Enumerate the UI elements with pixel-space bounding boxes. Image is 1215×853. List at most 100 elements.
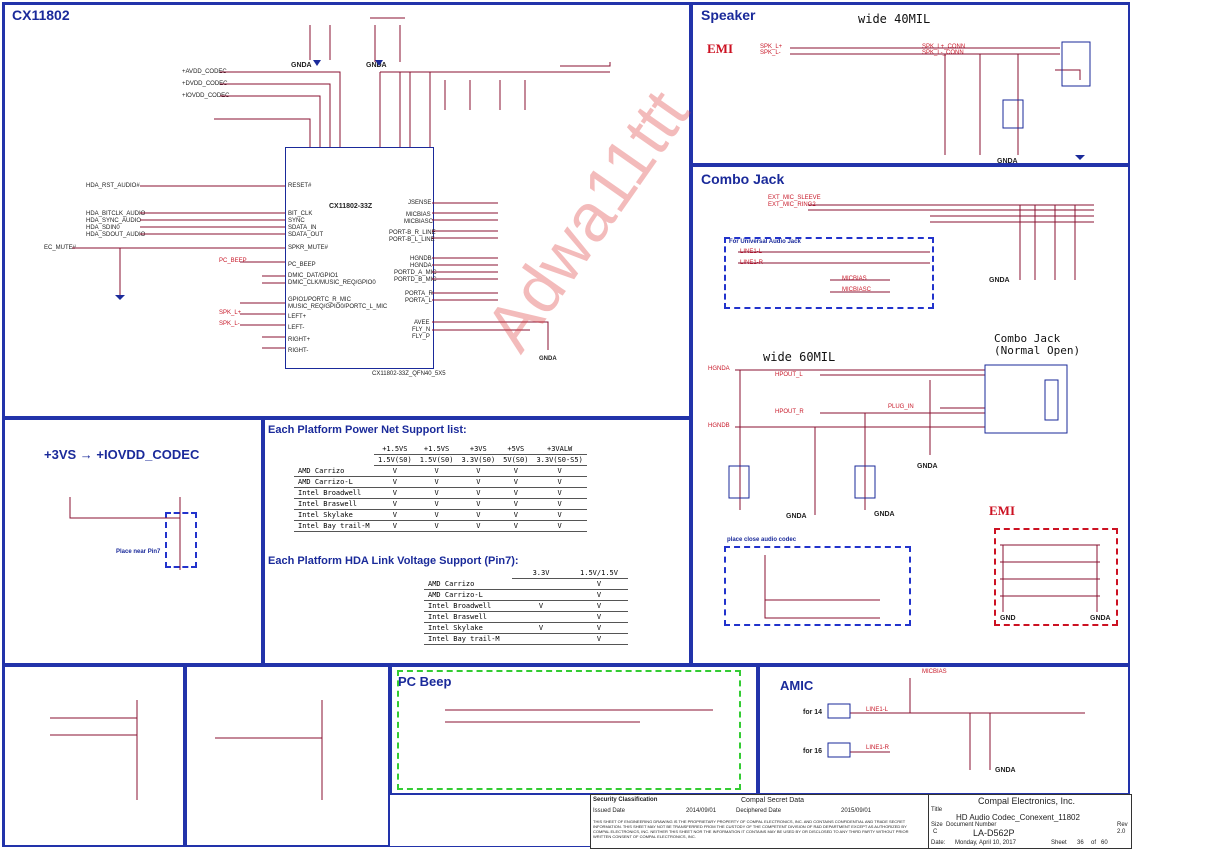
net-ext-mic-ring2: EXT_MIC_RING2 [768,202,816,208]
frame-vdd [3,418,263,665]
tb-divider [928,795,929,848]
pin-micbias: MICBIAS [406,212,431,218]
net-plug-in: PLUG_IN [888,404,914,410]
table-cell: V [374,520,416,532]
table-cell: V [415,498,458,510]
net-line1-l-amic: LINE1-L [866,707,889,713]
table-cell: V [532,509,587,521]
company-name: Compal Electronics, Inc. [978,796,1076,806]
table-cell: V [512,600,570,612]
table-cell: +1.5VS [374,444,416,455]
label-combo-normal: Combo Jack (Normal Open) [994,332,1081,357]
net-dvdd-codec: +DVDD_CODEC [182,81,228,87]
place-close-box [724,546,911,626]
pin-reset: RESET# [288,183,312,189]
table-cell: V [570,633,628,645]
table-cell: V [499,476,533,488]
net-gnda-amic: GNDA [995,767,1016,774]
table-cell: V [415,520,458,532]
table-cell: V [457,487,500,499]
net-hgndb: HGNDB [708,423,730,429]
pin-bit-clk: BIT_CLK [288,211,313,217]
net-gnd-emi: GND [1000,615,1016,622]
net-ext-mic-sleeve: EXT_MIC_SLEEVE [768,195,821,201]
pin-dmic-clk: DMIC_CLK/MUSIC_REQ/GPIO0 [288,280,376,286]
table-cell: +5VS [499,444,533,455]
pin-jsense: JSENSE [408,200,432,206]
table-cell: AMD Carrizo-L [294,476,374,488]
chip-name: CX11802-33Z [329,203,373,210]
power-support-table: +1.5VS +1.5VS +3VS +5VS +3VALW 1.5V(S0) … [294,444,587,532]
deciphered-label: Deciphered Date [736,808,782,814]
table-cell: V [415,465,458,477]
table-row: 1.5V(S0) 1.5V(S0) 3.3V(S0) 5V(S0) 3.3V(S… [294,454,587,466]
pin-portd-b: PORTD_B_MIC [394,277,437,283]
title-hda-table: Each Platform HDA Link Voltage Support (… [268,555,519,567]
table-cell: V [457,520,500,532]
table-cell: Intel Skylake [424,622,512,634]
security-class: Compal Secret Data [741,797,805,804]
net-gnda-combo4: GNDA [874,511,895,518]
docnum-value: LA-D562P [973,828,1015,838]
net-micbias: MICBIAS [842,276,867,282]
net-gnda-combo3: GNDA [786,513,807,520]
net-spk-l-plus-speaker: SPK_L+ [760,44,783,50]
pin-spkr-mute: SPKR_MUTE# [288,245,329,251]
legal-notice: THIS SHEET OF ENGINEERING DRAWING IS THE… [593,819,909,839]
net-gnda-top: GNDA [291,62,312,69]
net-hpout-r: HPOUT_R [775,409,804,415]
table-cell: V [499,520,533,532]
table-cell: V [415,476,458,488]
pin-porta-r: PORTA_R [405,291,433,297]
pin-porta-l: PORTA_L [405,298,432,304]
table-cell: V [374,509,416,521]
frame-speaker [691,3,1130,165]
pin-gpio1: GPIO1/PORTC_R_MIC [288,297,351,303]
table-cell: +3VALW [532,444,587,455]
pin-fly-p: FLY_P [412,334,430,340]
frame-bottom-mid [185,665,390,847]
net-micbias-amic: MICBIAS [922,669,947,675]
table-row: +1.5VS +1.5VS +3VS +5VS +3VALW [294,444,587,455]
net-gnda-top2: GNDA [366,62,387,69]
label-emi-bottom: EMI [989,503,1015,518]
pin7-cap-box [165,512,197,568]
label-wide60: wide 60MIL [763,350,836,364]
frame-bottom-left [3,665,185,847]
doc-title-label: Title [931,807,943,813]
table-cell: 3.3V(S0) [457,454,500,466]
table-cell: Intel Braswell [294,498,374,510]
net-pc-beep: PC_BEEP [219,258,247,264]
net-hda-rst: HDA_RST_AUDIO# [86,183,140,189]
pin-music-req: MUSIC_REQ/GPIO0/PORTC_L_MIC [288,304,388,310]
label-for16: for 16 [803,748,823,755]
emi-resistor-box [994,528,1118,626]
pin-micbiasc: MICBIASC [404,219,434,225]
table-cell: 1.5V(S0) [374,454,416,466]
table-cell: Intel Braswell [424,611,512,623]
table-cell: V [570,600,628,612]
net-spk-conn-plus: SPK_L+_CONN [922,44,966,50]
title-combo-jack: Combo Jack [701,171,785,187]
table-cell: V [532,498,587,510]
table-cell: V [374,498,416,510]
table-row: 3.3V 1.5V/1.5V [424,568,628,579]
label-wide40: wide 40MIL [858,12,931,26]
title-speaker: Speaker [701,7,756,23]
pin-left-minus: LEFT- [288,325,305,331]
pin-left-plus: LEFT+ [288,314,307,320]
pin-right-plus: RIGHT+ [288,337,311,343]
net-spk-conn-minus: SPK_L-_CONN [922,50,964,56]
frame-tables [263,418,691,665]
frame-pcbeep [390,665,758,795]
table-cell [512,633,570,645]
table-cell: V [570,611,628,623]
table-cell: V [374,476,416,488]
net-hda-sdout: HDA_SDOUT_AUDIO [86,232,146,238]
table-cell: V [457,476,500,488]
size-label: Size [931,822,943,828]
pin-avee: AVEE [414,320,430,326]
table-cell: V [374,487,416,499]
